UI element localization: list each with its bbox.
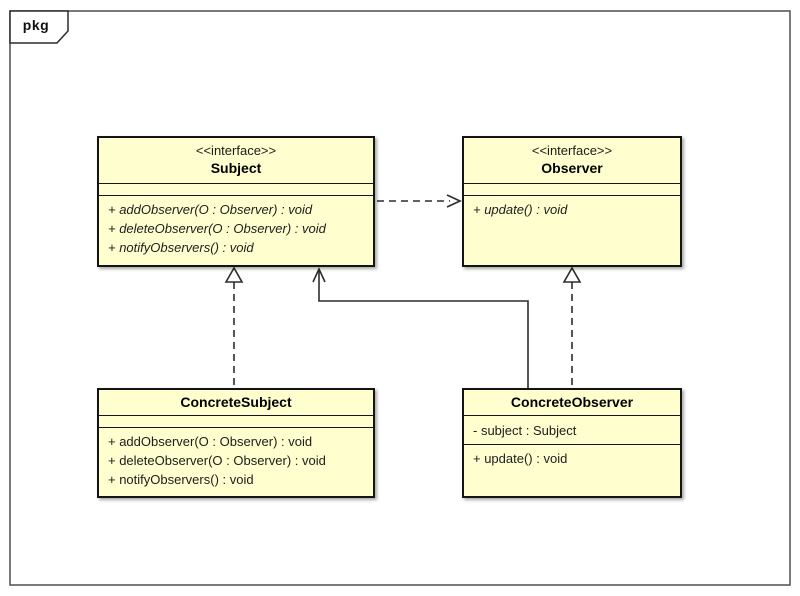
class-box-observer: <<interface>> Observer + update() : void [462, 136, 682, 267]
class-name: ConcreteObserver [510, 394, 634, 410]
attributes-section [99, 183, 373, 195]
class-name: Subject [210, 160, 262, 176]
realization-arrow-concretesubject-to-subject [224, 266, 244, 388]
methods-section: + addObserver(O : Observer) : void + del… [99, 195, 373, 265]
class-header: <<interface>> Subject [99, 138, 373, 183]
class-box-concrete-observer: ConcreteObserver - subject : Subject + u… [462, 388, 682, 498]
attribute-item: - subject : Subject [473, 423, 577, 438]
method-item: + addObserver(O : Observer) : void [108, 202, 313, 217]
class-header: ConcreteObserver [464, 390, 680, 415]
attributes-section [99, 415, 373, 427]
method-item: + deleteObserver(O : Observer) : void [108, 453, 326, 468]
class-header: ConcreteSubject [99, 390, 373, 415]
attributes-section: - subject : Subject [464, 415, 680, 444]
class-stereotype: <<interface>> [531, 143, 613, 158]
methods-section: + update() : void [464, 444, 680, 496]
methods-section: + update() : void [464, 195, 680, 265]
hollow-triangle-arrowhead-icon [224, 266, 244, 283]
method-item: + deleteObserver(O : Observer) : void [108, 221, 326, 236]
class-header: <<interface>> Observer [464, 138, 680, 183]
methods-section: + addObserver(O : Observer) : void + del… [99, 427, 373, 496]
class-box-concrete-subject: ConcreteSubject + addObserver(O : Observ… [97, 388, 375, 498]
package-tab-label: pkg [22, 17, 50, 33]
method-item: + update() : void [473, 451, 568, 466]
hollow-triangle-arrowhead-icon [562, 266, 582, 283]
association-arrow-concreteobserver-to-subject [312, 267, 529, 388]
method-item: + notifyObservers() : void [108, 240, 254, 255]
method-item: + notifyObservers() : void [108, 472, 254, 487]
package-frame [9, 10, 791, 586]
class-name: ConcreteSubject [180, 394, 292, 410]
dependency-arrow-subject-to-observer [377, 194, 462, 208]
open-arrowhead-icon [446, 194, 462, 208]
method-item: + update() : void [473, 202, 568, 217]
class-stereotype: <<interface>> [195, 143, 277, 158]
realization-arrow-concreteobserver-to-observer [562, 266, 582, 388]
class-name: Observer [541, 160, 603, 176]
attributes-section [464, 183, 680, 195]
method-item: + addObserver(O : Observer) : void [108, 434, 313, 449]
open-arrowhead-icon [312, 267, 326, 283]
association-line [318, 270, 529, 388]
package-tab [9, 10, 69, 44]
class-box-subject: <<interface>> Subject + addObserver(O : … [97, 136, 375, 267]
